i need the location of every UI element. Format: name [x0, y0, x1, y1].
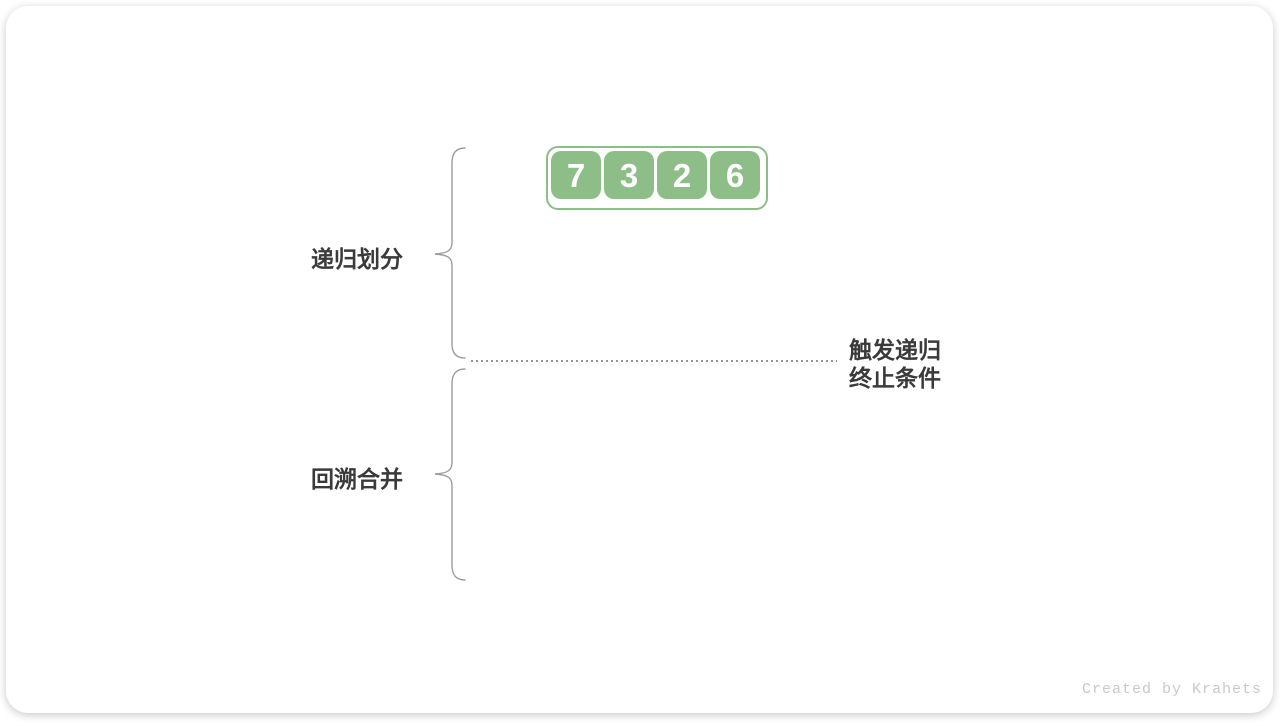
watermark-credit: Created by Krahets [1082, 681, 1263, 698]
array-cell: 7 [551, 151, 601, 199]
braces-and-divider-graphics [434, 147, 837, 581]
recursive-divide-label: 递归划分 [311, 246, 403, 272]
array-cell: 2 [657, 151, 707, 199]
termination-condition-line2: 终止条件 [849, 365, 941, 391]
upper-brace-shape [434, 147, 466, 359]
diagram-card: 7 3 2 6 递归划分 回溯合并 触发递归 终止条件 Created by K… [6, 6, 1273, 713]
lower-brace-shape [434, 368, 466, 581]
array-cell: 3 [604, 151, 654, 199]
backtrack-merge-label: 回溯合并 [311, 466, 403, 492]
termination-condition-label: 触发递归 终止条件 [849, 336, 941, 392]
array-container: 7 3 2 6 [546, 146, 768, 210]
array-cell: 6 [710, 151, 760, 199]
termination-condition-line1: 触发递归 [849, 337, 941, 363]
